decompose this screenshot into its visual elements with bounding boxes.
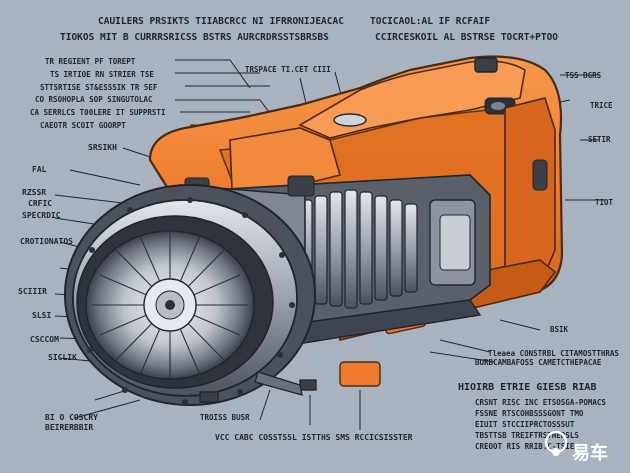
watermark-text: 易车 [572, 442, 608, 464]
callout-left-12: SCIIIR [18, 287, 47, 296]
header-title-left-1: CAUILERS PRSIKTS TIIABCRCC NI IFRRONIJEA… [98, 16, 344, 27]
callout-left-6: SRSIKH [88, 143, 117, 152]
callout-left-7: FAL [32, 165, 47, 174]
callout-left-1: TS IRTIOE RN STRIER TSE [50, 70, 154, 79]
callout-left-15: SICLIK [48, 353, 77, 362]
callout-left-16: BI O COSCRY [45, 413, 98, 422]
callout-left-11: CROTIONATOS [20, 237, 73, 246]
header-title-right-2: CCIRCESKOIL AL BSTRSE TOCRT+PTOO [375, 32, 558, 43]
header-title-right-1: TOCICAOL:AL IF RCFAIF [370, 16, 490, 27]
callout-left-3: CO RSOHOPLA SOP SINGUTOLAC [35, 95, 152, 104]
support-legs [199, 371, 317, 403]
callout-right-6: BURBCAMBAFOSS CAMETCTHEPACAE [475, 358, 602, 367]
callout-left-9: CRFIC [28, 199, 52, 208]
callout-bottom-0: TROISS BUSR [200, 413, 250, 422]
callout-right-5: Tleaea CONSTRBL CITAMOSTTHRAS [488, 349, 619, 358]
callout-bottom-1: VCC CABC COSSTSSL ISTTHS SMS RCCICSISSTE… [215, 433, 413, 442]
callout-top-0: TRSPACE TI.CET CIII [245, 65, 331, 74]
callout-left-17: BEIRERBBIR [45, 423, 93, 432]
legend-row-4: CREOOT RIS RRIB.C-TSIE [475, 442, 575, 451]
callout-left-10: SPECRDIC [22, 211, 61, 220]
callout-left-4: CA SERRLCS T00LERE IT SUPPRSTI [30, 108, 165, 117]
intake-fan [64, 184, 316, 406]
callout-right-3: TIOT [595, 198, 614, 207]
legend-row-1: FSSNE RTSCOHBSSSGONT TMO [475, 409, 584, 418]
callout-left-2: STTSRTISE ST&ESSSIK TR 5EF [40, 83, 158, 92]
callout-left-13: SLSI [32, 311, 51, 320]
watermark-badge: 易车 [544, 430, 608, 464]
callout-labels: CAUILERS PRSIKTS TIIABCRCC NI IFRRONIJEA… [18, 16, 619, 451]
legend-row-2: EIUIT STCCIIPRCTOSSSUT [475, 420, 575, 429]
callout-left-5: CAEOTR SCOIT GOORPT [40, 121, 126, 130]
callout-left-0: TR REGIENT PF TOREPT [45, 57, 136, 66]
callout-left-8: RZSSR [22, 188, 46, 197]
legend-row-3: TBSTTSB TREIFTRSTHERSLS [475, 431, 579, 440]
callout-left-14: CSCCOM [30, 335, 59, 344]
callout-right-0: TSS BGRS [565, 71, 602, 80]
callout-right-2: SETIR [588, 135, 611, 144]
legend-row-0: CRSNT RISC INC ETSOSGA-POMACS [475, 398, 606, 407]
legend-heading: HIOIRB ETRIE GIESB RIAB [458, 382, 596, 393]
callout-right-4: BSIK [550, 325, 569, 334]
header-title-left-2: TIOKOS MIT B CURRRSRICSS BSTRS AURCRDRSS… [60, 32, 329, 43]
callout-right-1: TRICE [590, 101, 613, 110]
